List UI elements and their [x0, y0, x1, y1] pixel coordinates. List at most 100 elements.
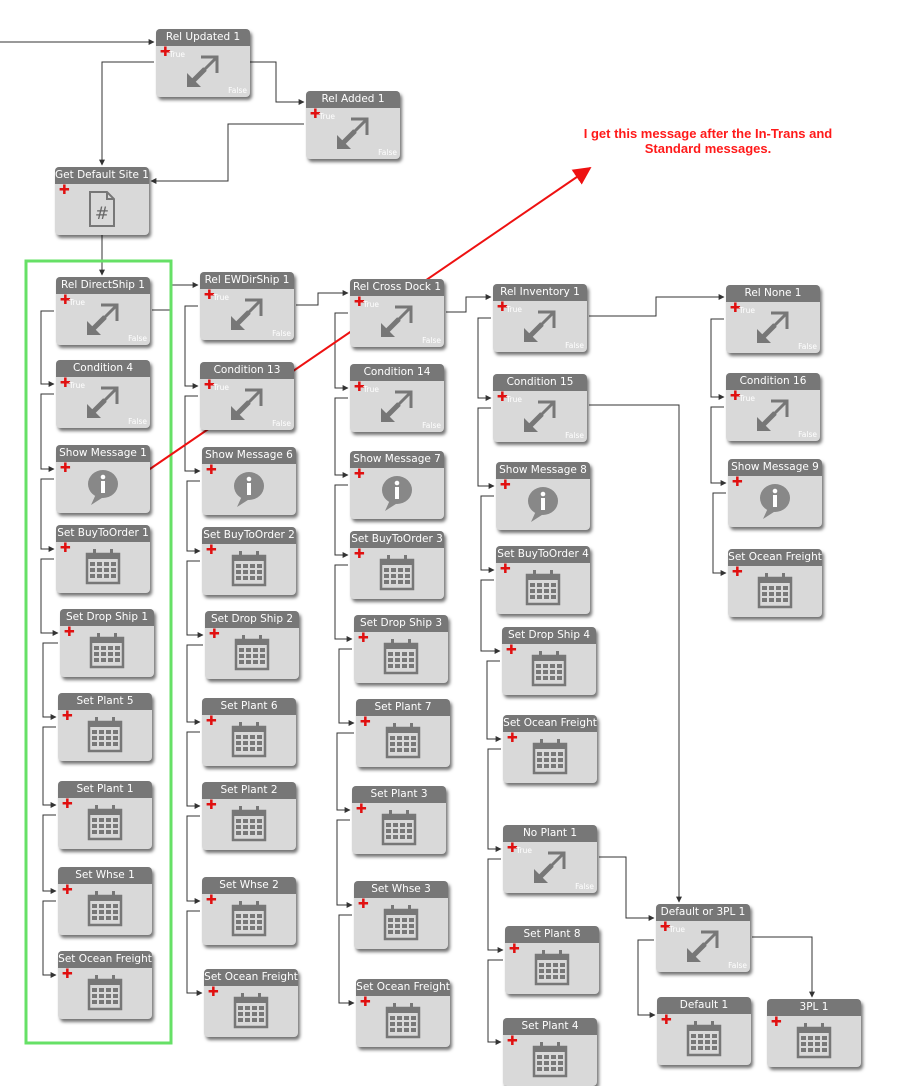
add-icon[interactable]: ✚: [206, 893, 217, 908]
add-icon[interactable]: ✚: [732, 475, 743, 490]
node-set-buytoorder-3[interactable]: Set BuyToOrder 3✚: [350, 531, 444, 599]
add-icon[interactable]: ✚: [661, 1013, 672, 1028]
add-icon[interactable]: ✚: [62, 883, 73, 898]
node-set-plant-4[interactable]: Set Plant 4✚: [503, 1018, 597, 1086]
node-3pl-1[interactable]: 3PL 1✚: [767, 999, 861, 1067]
add-icon[interactable]: ✚: [497, 390, 508, 405]
node-set-plant-7[interactable]: Set Plant 7✚: [356, 699, 450, 767]
node-set-plant-2[interactable]: Set Plant 2✚: [202, 782, 296, 850]
node-title: Default or 3PL 1: [656, 904, 750, 921]
add-icon[interactable]: ✚: [507, 1034, 518, 1049]
add-icon[interactable]: ✚: [60, 376, 71, 391]
add-icon[interactable]: ✚: [509, 942, 520, 957]
node-set-ocean-freight[interactable]: Set Ocean Freight✚: [503, 715, 597, 783]
node-show-message-9[interactable]: Show Message 9✚: [728, 459, 822, 527]
node-set-buytoorder-4[interactable]: Set BuyToOrder 4✚: [496, 546, 590, 614]
node-title: Show Message 7: [350, 451, 444, 468]
add-icon[interactable]: ✚: [209, 627, 220, 642]
add-icon[interactable]: ✚: [358, 897, 369, 912]
node-set-buytoorder-1[interactable]: Set BuyToOrder 1✚: [56, 525, 150, 593]
node-title: Rel Cross Dock 1: [350, 279, 444, 296]
node-show-message-6[interactable]: Show Message 6✚: [202, 447, 296, 515]
node-set-whse-2[interactable]: Set Whse 2✚: [202, 877, 296, 945]
add-icon[interactable]: ✚: [62, 967, 73, 982]
add-icon[interactable]: ✚: [660, 920, 671, 935]
add-icon[interactable]: ✚: [358, 631, 369, 646]
add-icon[interactable]: ✚: [354, 295, 365, 310]
add-icon[interactable]: ✚: [354, 547, 365, 562]
add-icon[interactable]: ✚: [206, 463, 217, 478]
add-icon[interactable]: ✚: [507, 841, 518, 856]
add-icon[interactable]: ✚: [62, 797, 73, 812]
node-set-ocean-freight[interactable]: Set Ocean Freight✚: [356, 979, 450, 1047]
add-icon[interactable]: ✚: [500, 562, 511, 577]
node-set-drop-ship-4[interactable]: Set Drop Ship 4✚: [502, 627, 596, 695]
node-title: Set Drop Ship 2: [205, 611, 299, 628]
node-set-ocean-freight[interactable]: Set Ocean Freight✚: [728, 549, 822, 617]
node-set-whse-1[interactable]: Set Whse 1✚: [58, 867, 152, 935]
add-icon[interactable]: ✚: [62, 709, 73, 724]
add-icon[interactable]: ✚: [354, 380, 365, 395]
add-icon[interactable]: ✚: [730, 301, 741, 316]
node-set-plant-6[interactable]: Set Plant 6✚: [202, 698, 296, 766]
add-icon[interactable]: ✚: [310, 107, 321, 122]
node-set-ocean-freight[interactable]: Set Ocean Freight✚: [204, 969, 298, 1037]
add-icon[interactable]: ✚: [64, 625, 75, 640]
node-show-message-8[interactable]: Show Message 8✚: [496, 462, 590, 530]
node-set-plant-5[interactable]: Set Plant 5✚: [58, 693, 152, 761]
add-icon[interactable]: ✚: [208, 985, 219, 1000]
node-set-plant-8[interactable]: Set Plant 8✚: [505, 926, 599, 994]
node-set-buytoorder-2[interactable]: Set BuyToOrder 2✚: [202, 527, 296, 595]
add-icon[interactable]: ✚: [360, 995, 371, 1010]
add-icon[interactable]: ✚: [507, 731, 518, 746]
add-icon[interactable]: ✚: [500, 478, 511, 493]
node-title: Rel Updated 1: [156, 29, 250, 46]
node-set-ocean-freight[interactable]: Set Ocean Freight✚: [58, 951, 152, 1019]
add-icon[interactable]: ✚: [60, 293, 71, 308]
add-icon[interactable]: ✚: [206, 543, 217, 558]
add-icon[interactable]: ✚: [506, 643, 517, 658]
node-default-1[interactable]: Default 1✚: [657, 997, 751, 1065]
add-icon[interactable]: ✚: [206, 798, 217, 813]
add-icon[interactable]: ✚: [204, 288, 215, 303]
node-set-drop-ship-1[interactable]: Set Drop Ship 1✚: [60, 609, 154, 677]
add-icon[interactable]: ✚: [356, 802, 367, 817]
node-show-message-1[interactable]: Show Message 1✚: [56, 445, 150, 513]
node-set-plant-1[interactable]: Set Plant 1✚: [58, 781, 152, 849]
add-icon[interactable]: ✚: [206, 714, 217, 729]
node-set-whse-3[interactable]: Set Whse 3✚: [354, 881, 448, 949]
false-label: False: [128, 417, 147, 426]
add-icon[interactable]: ✚: [59, 183, 70, 198]
add-icon[interactable]: ✚: [204, 378, 215, 393]
add-icon[interactable]: ✚: [160, 45, 171, 60]
node-get-default-site-1[interactable]: Get Default Site 1✚#: [55, 167, 149, 235]
node-set-plant-3[interactable]: Set Plant 3✚: [352, 786, 446, 854]
add-icon[interactable]: ✚: [60, 541, 71, 556]
add-icon[interactable]: ✚: [354, 467, 365, 482]
add-icon[interactable]: ✚: [60, 461, 71, 476]
node-set-drop-ship-3[interactable]: Set Drop Ship 3✚: [354, 615, 448, 683]
add-icon[interactable]: ✚: [732, 565, 743, 580]
node-show-message-7[interactable]: Show Message 7✚: [350, 451, 444, 519]
false-label: False: [798, 430, 817, 439]
add-icon[interactable]: ✚: [497, 300, 508, 315]
node-title: Set Drop Ship 1: [60, 609, 154, 626]
add-icon[interactable]: ✚: [360, 715, 371, 730]
add-icon[interactable]: ✚: [771, 1015, 782, 1030]
node-set-drop-ship-2[interactable]: Set Drop Ship 2✚: [205, 611, 299, 679]
add-icon[interactable]: ✚: [730, 389, 741, 404]
